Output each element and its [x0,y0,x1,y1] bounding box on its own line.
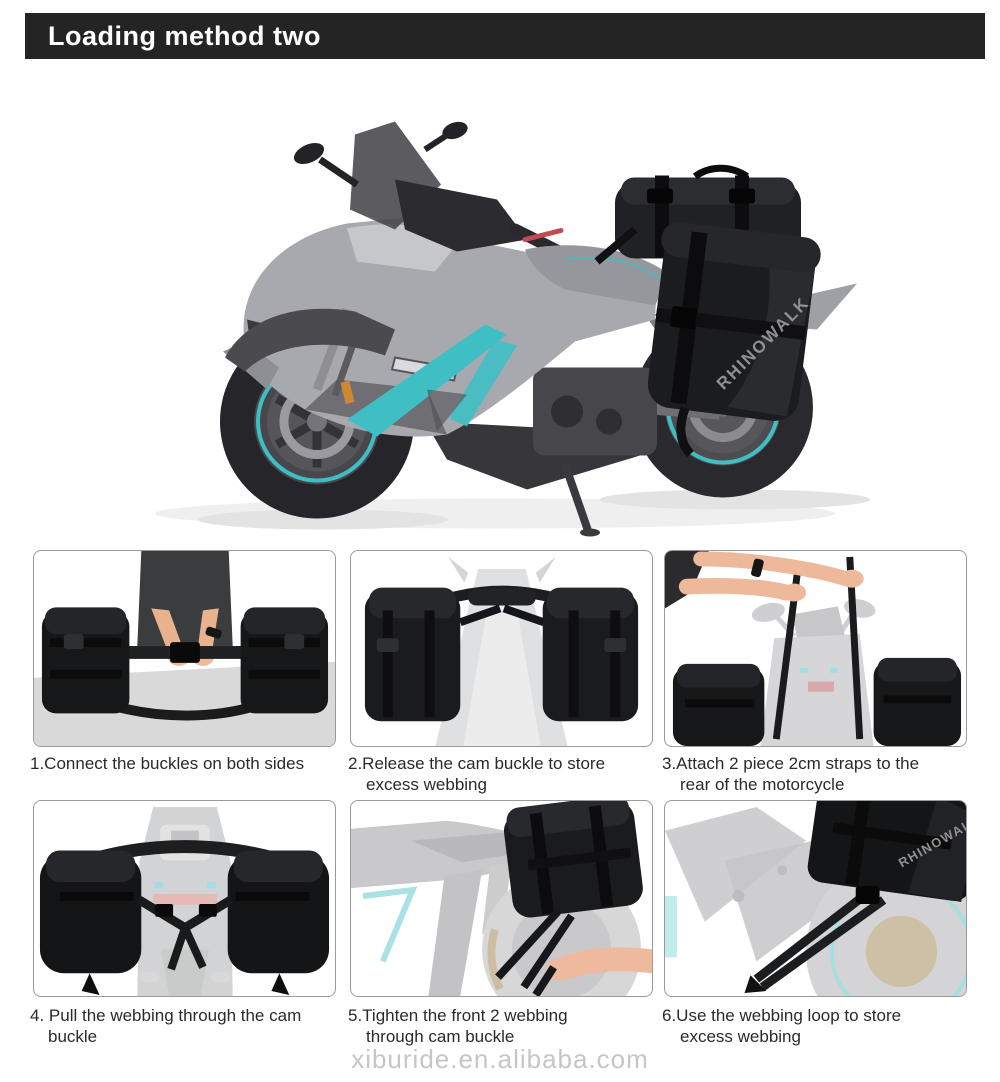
mirror-left [293,143,325,164]
step-5-caption: 5.Tighten the front 2 webbing through ca… [348,1006,568,1047]
step-3-illustration [665,551,962,746]
brake-lever [522,228,564,242]
front-fender [225,308,395,372]
strap-end [532,965,557,996]
watermark-text: xiburide.en.alibaba.com [351,1044,649,1074]
hero-product-photo: RHINOWALK [95,88,905,546]
faded-teal-panel [665,896,677,958]
step-4-illustration [39,806,330,996]
arm-lower [678,577,795,601]
arm [555,947,652,980]
bag-right [542,587,639,722]
v-harness [136,896,234,971]
tail-winglet-right [535,556,556,583]
tail-winglet-left [448,556,469,583]
step-2-caption: 2.Release the cam buckle to store excess… [348,754,606,795]
motorcycle-illustration: RHINOWALK [155,121,870,537]
mirror-stalk-left [318,156,359,188]
step-1-photo [33,550,336,747]
bag-right [240,607,329,714]
step-5-illustration [351,801,652,996]
saddle-bag: RHINOWALK [807,801,966,903]
faded-taillight [153,894,217,905]
step-1-illustration [34,551,335,746]
step-4-caption: 4. Pull the webbing through the cam buck… [30,1006,302,1047]
faded-scooter-rear [137,806,233,996]
cam-buckle [670,306,697,330]
step-4-photo [33,800,336,997]
mirror-stalk-right [423,131,450,153]
step-6-caption: 6.Use the webbing loop to store excess w… [662,1006,902,1047]
saddlebag-near-side: RHINOWALK [647,221,821,458]
webbing-loop [744,886,887,994]
cam-buckle [155,903,174,917]
diagonal-strap-right [502,604,546,627]
handle-pad [468,588,536,606]
bag-right [227,850,330,996]
step-6-illustration: RHINOWALK [665,801,966,996]
fuel-tank [525,245,671,306]
cockpit [395,179,527,252]
teal-stripe [347,324,507,437]
bag-left [364,587,461,722]
kickstand [561,463,592,532]
faded-sprocket [865,915,938,988]
mirror-right [442,121,468,140]
faded-chain [487,928,504,991]
step-2-photo [350,550,653,747]
page-title: Loading method two [48,20,321,51]
center-buckle [170,642,200,663]
faded-teal-accent [362,886,418,963]
step-5-photo [350,800,653,997]
hand-right [839,569,864,588]
bag-right [873,657,962,746]
side-decal [427,389,467,432]
cam-buckle [855,886,880,904]
engine-block [533,367,657,456]
step-1-caption: 1.Connect the buckles on both sides [30,754,305,773]
saddle-bag [503,801,643,918]
step-6-photo: RHINOWALK [664,800,967,997]
section-title-bar: Loading method two [25,13,985,59]
step-2-illustration [364,556,639,746]
step-3-photo [664,550,967,747]
wrist-watch [205,626,222,639]
strap-rear [520,913,575,990]
step-3-caption: 3.Attach 2 piece 2cm straps to the rear … [662,754,920,795]
dangling-strap [676,406,694,458]
bag-left [41,607,130,714]
loop-end [744,975,767,994]
wrist-watch [751,558,764,578]
bag-handle [692,164,749,180]
bag-left [672,663,765,746]
bag-left [39,850,142,996]
diagonal-strap-left [458,604,502,627]
arm-upper [693,551,854,587]
hand-left [782,583,807,602]
cam-buckle [198,903,217,917]
fork-reflector [340,380,355,405]
mount-strap [594,226,638,265]
strap-front [495,909,561,980]
